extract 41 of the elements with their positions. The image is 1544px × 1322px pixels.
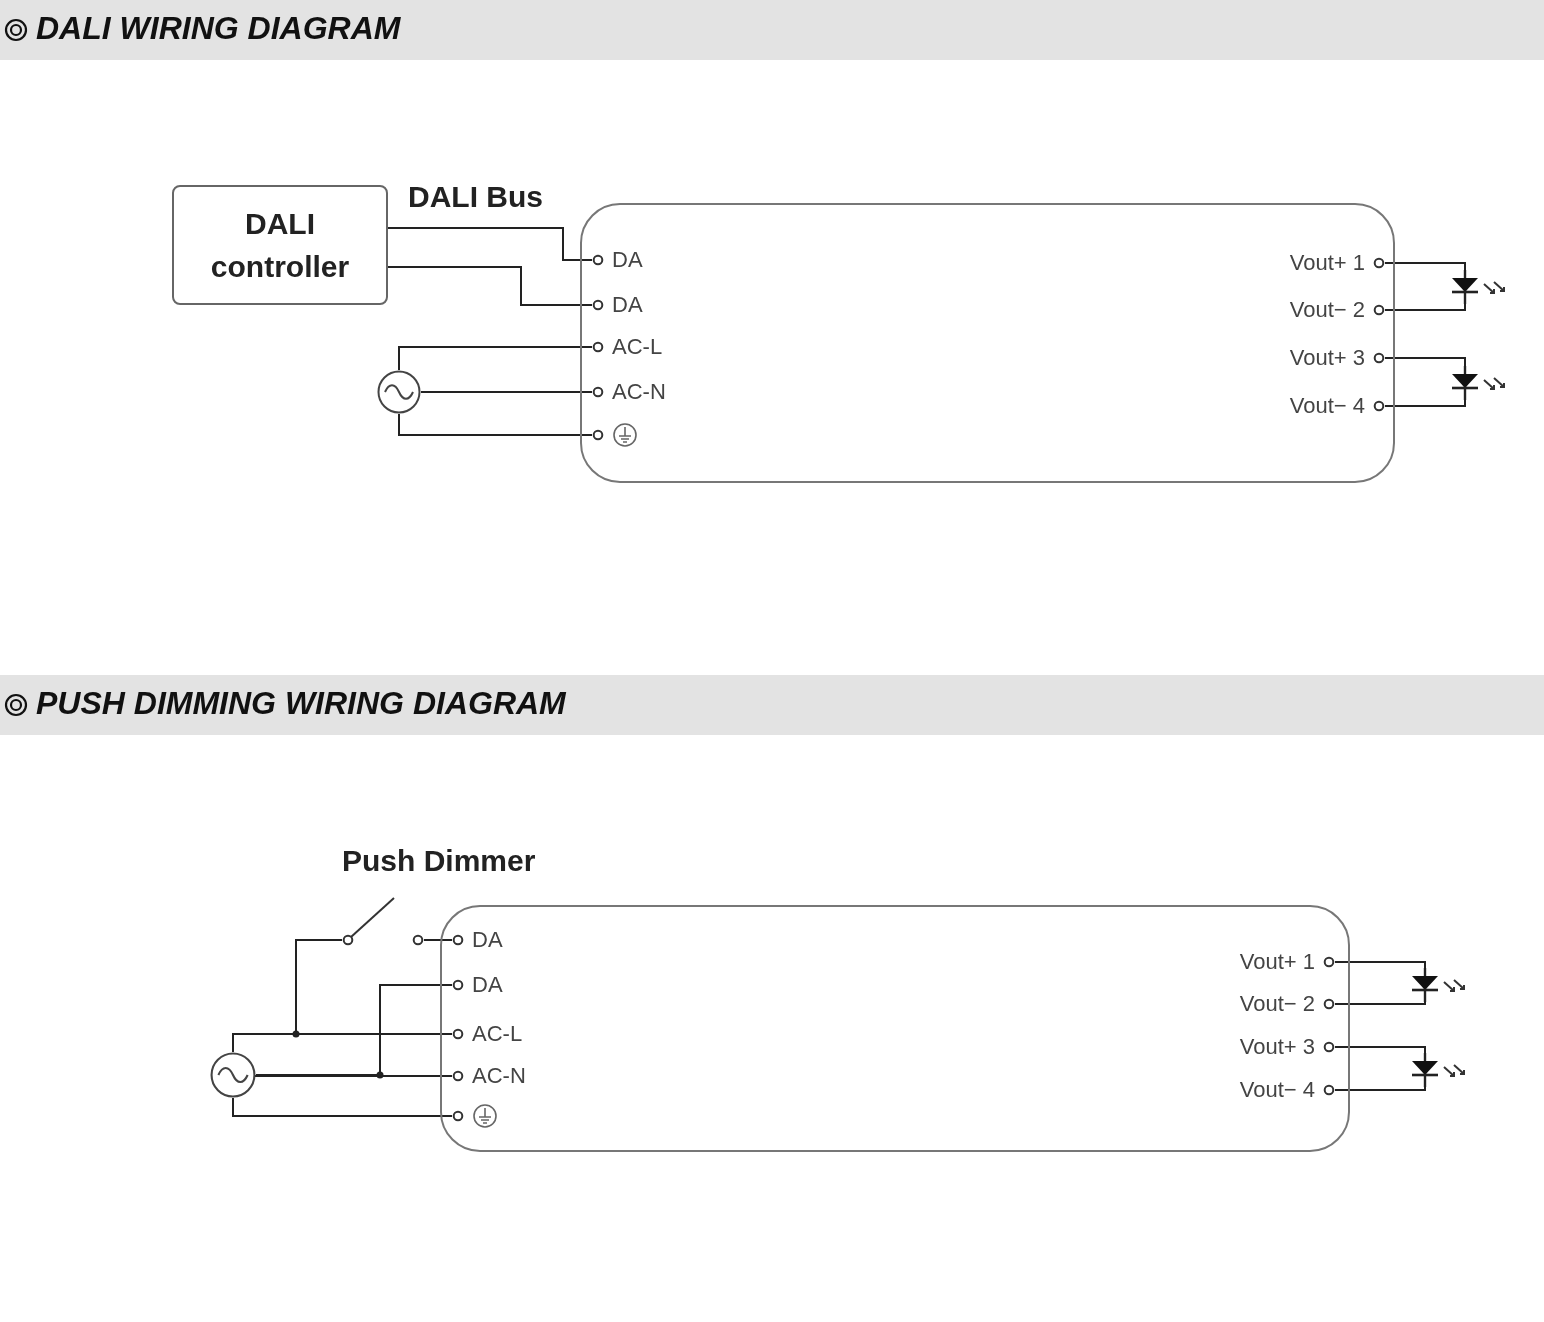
wire bbox=[1384, 303, 1466, 311]
wire bbox=[1384, 262, 1466, 271]
wire bbox=[1334, 1001, 1426, 1005]
wire bbox=[420, 391, 593, 393]
terminal-label: Vout+ 1 bbox=[1239, 949, 1315, 975]
wire bbox=[398, 413, 593, 436]
wire bbox=[1334, 1086, 1426, 1091]
terminal-label: AC-N bbox=[612, 379, 666, 405]
driver-box bbox=[440, 905, 1350, 1152]
terminal-label: DA bbox=[472, 972, 503, 998]
section-heading: DALI WIRING DIAGRAM bbox=[36, 10, 401, 47]
terminal-label: Vout− 4 bbox=[1289, 393, 1365, 419]
terminal-label: DA bbox=[612, 292, 643, 318]
edge-label: DALI Bus bbox=[408, 180, 543, 214]
terminal-label: Vout+ 3 bbox=[1289, 345, 1365, 371]
terminal-label: AC-L bbox=[612, 334, 663, 360]
terminal-label: AC-N bbox=[472, 1063, 526, 1089]
part-label: Push Dimmer bbox=[342, 844, 536, 878]
section-heading: PUSH DIMMING WIRING DIAGRAM bbox=[36, 685, 566, 722]
terminal-label: AC-L bbox=[472, 1021, 523, 1047]
terminal-label: Vout+ 1 bbox=[1289, 250, 1365, 276]
terminal-label: Vout− 4 bbox=[1239, 1077, 1315, 1103]
wire bbox=[387, 227, 593, 261]
wire bbox=[1384, 357, 1466, 367]
wire bbox=[387, 266, 593, 306]
terminal-label: Vout+ 3 bbox=[1239, 1034, 1315, 1060]
wire bbox=[255, 1074, 453, 1077]
terminal-label: Vout− 2 bbox=[1239, 991, 1315, 1017]
wire bbox=[423, 939, 453, 941]
wire bbox=[232, 1097, 453, 1117]
terminal-label: DA bbox=[612, 247, 643, 273]
terminal-label: Vout− 2 bbox=[1289, 297, 1365, 323]
wire bbox=[232, 939, 343, 1053]
driver-box bbox=[580, 203, 1395, 483]
wire bbox=[1334, 1046, 1426, 1054]
wire bbox=[1384, 399, 1466, 407]
terminal-label: DA bbox=[472, 927, 503, 953]
wire bbox=[398, 346, 593, 371]
wire bbox=[255, 984, 453, 1076]
controller-box: DALI controller bbox=[172, 185, 388, 305]
wire bbox=[1334, 961, 1426, 969]
